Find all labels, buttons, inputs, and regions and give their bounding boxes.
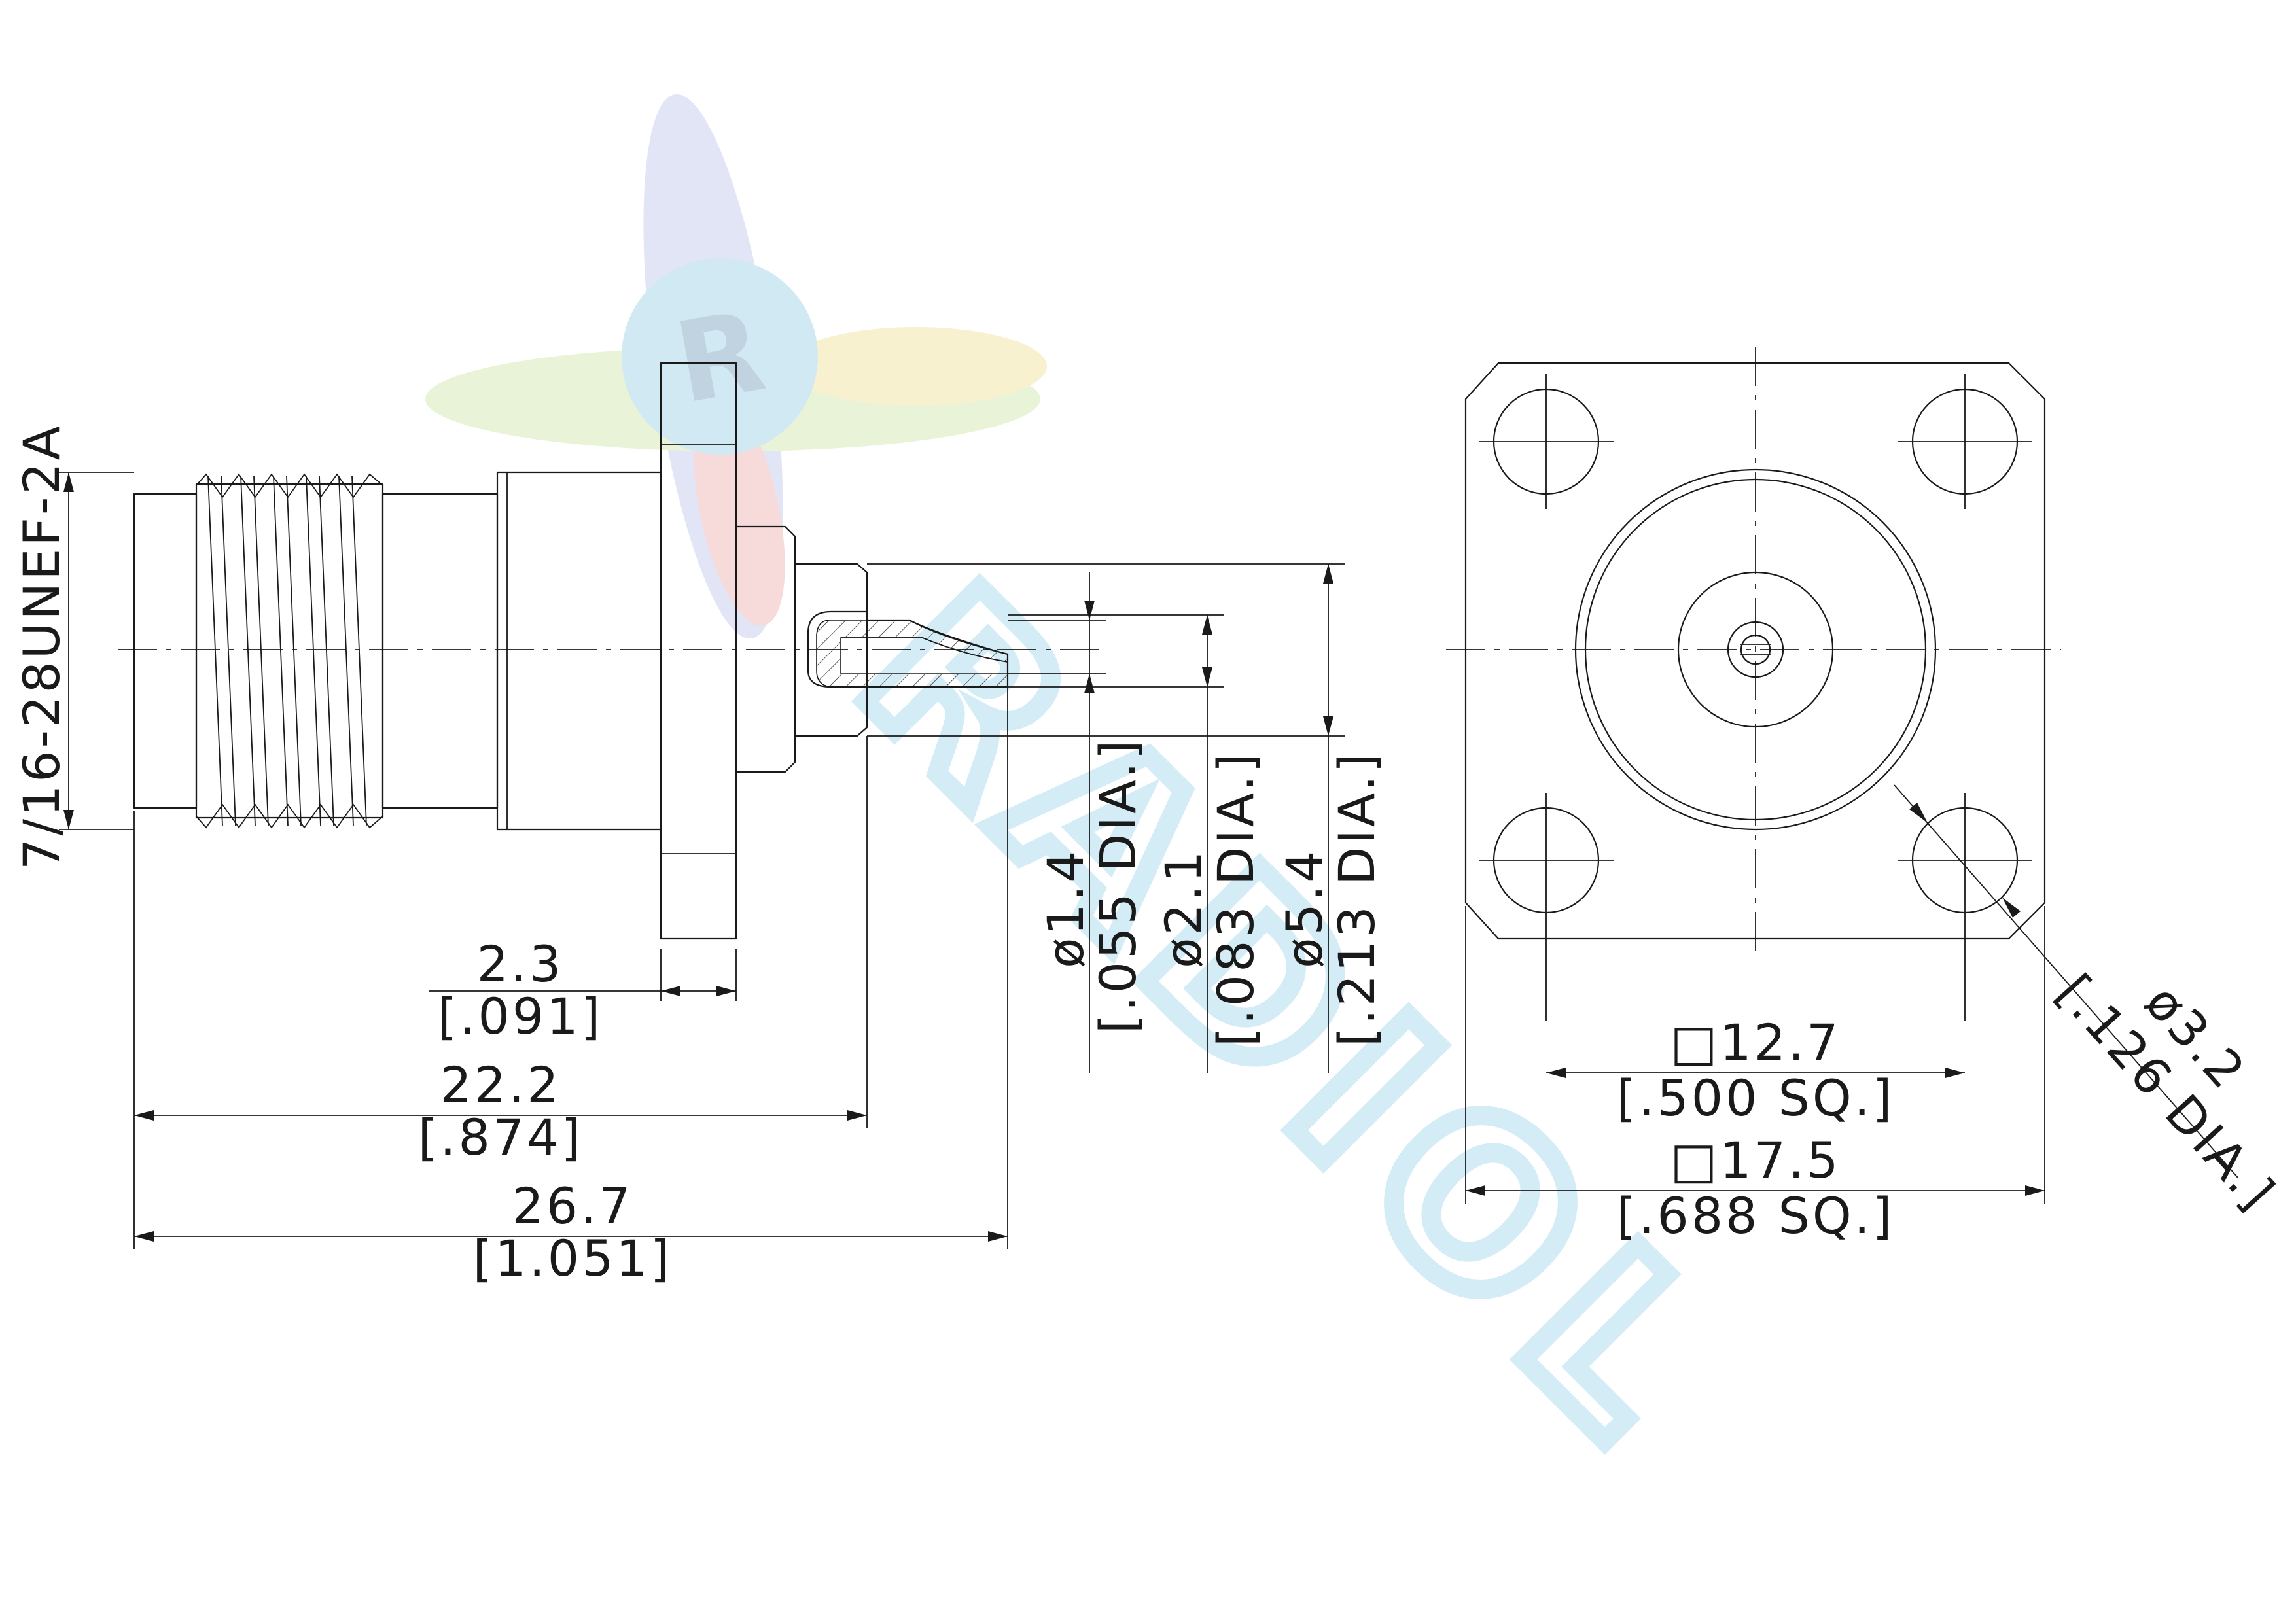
- front-flange-square: [1464, 362, 2046, 940]
- main-body: [496, 471, 662, 831]
- watermark-globe: [622, 258, 818, 455]
- watermark-logo: R: [425, 94, 1047, 639]
- dim-pin-mm: ø2.1: [1154, 848, 1212, 968]
- mounting-holes: [1479, 374, 2032, 1021]
- dim-overall-inch: [1.051]: [473, 1229, 673, 1287]
- dim-flange-thickness: 2.3 [.091]: [429, 935, 737, 1045]
- dim-overall-mm: 26.7: [512, 1177, 633, 1235]
- front-view: □12.7 [.500 SQ.] □17.5 [.688 SQ.] ø3.2 […: [1446, 347, 2287, 1245]
- outer-ring: [1574, 468, 1937, 831]
- dim-hole-spacing-inch: [.500 SQ.]: [1617, 1069, 1895, 1127]
- insulator-boss: [736, 525, 796, 773]
- dim-contact-mm: ø1.4: [1036, 848, 1095, 968]
- dim-body-mm: 22.2: [440, 1056, 561, 1114]
- dim-hole-spacing: □12.7 [.500 SQ.]: [1546, 1013, 1965, 1127]
- outer-ring-inner: [1584, 478, 1927, 821]
- dim-pin-diameter: ø2.1 [.083 DIA.]: [1008, 614, 1265, 1073]
- body-neck: [381, 493, 499, 809]
- dim-contact-diameter: ø1.4 [.055 DIA.]: [1008, 572, 1147, 1073]
- side-view: 7/16-28UNEF-2A 2.3 [.091] 22.2 [.874]: [12, 362, 1386, 1287]
- dim-flange-size: □17.5 [.688 SQ.]: [1465, 906, 2045, 1245]
- dim-insulator-mm: ø5.4: [1275, 848, 1333, 968]
- contact-bore: [1740, 634, 1771, 665]
- dim-thread: 7/16-28UNEF-2A: [12, 423, 134, 870]
- dim-thread-label: 7/16-28UNEF-2A: [12, 423, 71, 870]
- dielectric-sleeve: [795, 563, 868, 737]
- dielectric-ring: [1677, 571, 1834, 728]
- dim-insulator-diameter: ø5.4 [.213 DIA.]: [867, 563, 1386, 1073]
- dim-body-inch: [.874]: [418, 1108, 584, 1166]
- dim-contact-inch: [.055 DIA.]: [1089, 738, 1147, 1034]
- dim-body-length: 22.2 [.874]: [133, 736, 868, 1249]
- dim-insulator-inch: [.213 DIA.]: [1328, 751, 1386, 1047]
- dim-flange-size-mm: □17.5: [1670, 1131, 1841, 1189]
- dim-pin-inch: [.083 DIA.]: [1207, 751, 1265, 1047]
- dim-flange-mm: 2.3: [477, 935, 564, 993]
- dim-overall-length: 26.7 [1.051]: [134, 687, 1008, 1287]
- dim-flange-size-inch: [.688 SQ.]: [1617, 1187, 1895, 1245]
- rear-cap: [133, 493, 198, 809]
- watermark-orbit-horizontal-yellow: [785, 327, 1047, 406]
- dim-mount-hole: ø3.2 [.126 DIA.]: [1894, 784, 2287, 1222]
- contact-ring: [1727, 621, 1784, 678]
- dim-hole-spacing-mm: □12.7: [1670, 1013, 1841, 1072]
- threaded-body: [195, 473, 384, 829]
- flange-plate: [660, 362, 737, 940]
- dim-flange-inch: [.091]: [438, 987, 603, 1045]
